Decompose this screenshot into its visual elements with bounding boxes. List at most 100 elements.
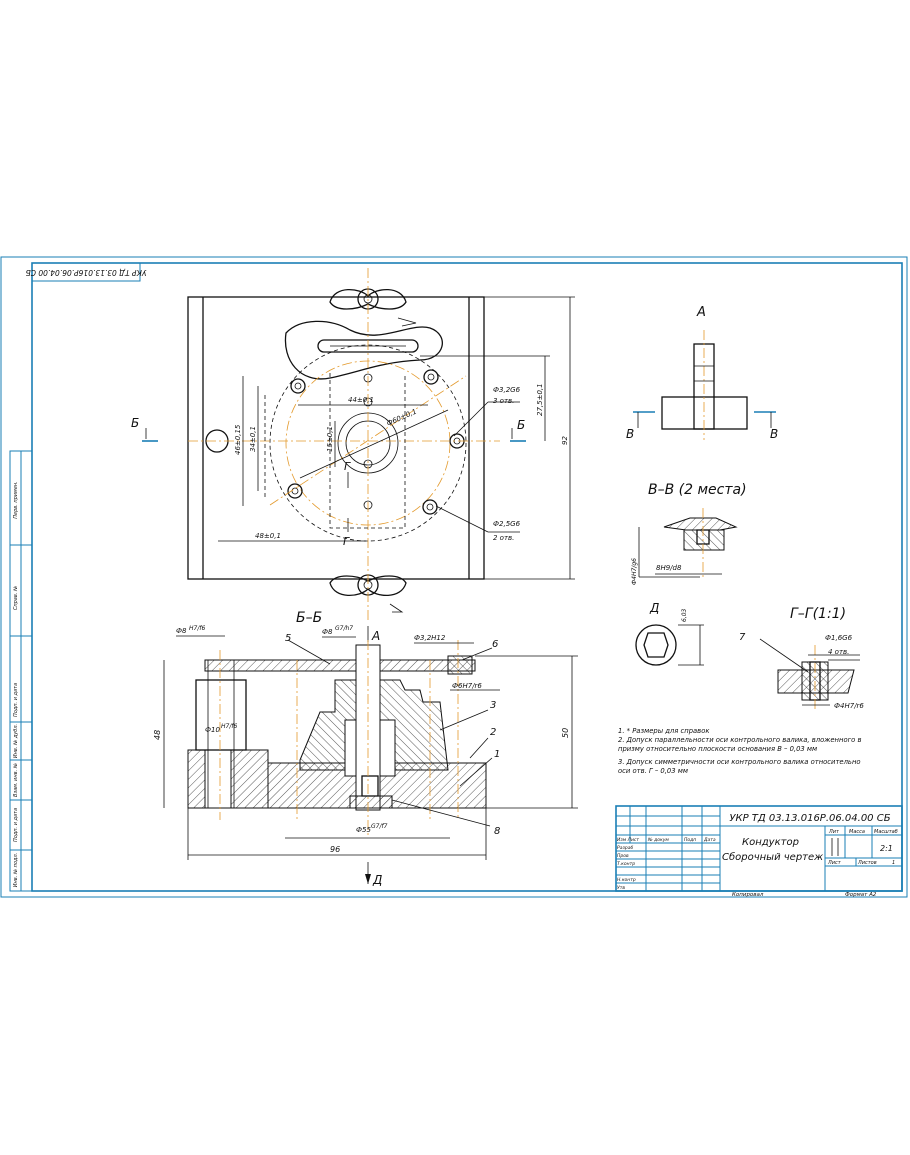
dim-sec-d55-fit: G7/f7 xyxy=(371,823,388,830)
pos-8: 8 xyxy=(494,826,500,837)
dim-top-d275: 27,5±0,1 xyxy=(536,383,544,416)
cut-b-right: Б xyxy=(517,418,525,432)
dim-top-d15: 15±0,1 xyxy=(326,426,334,452)
tb-row-1: Изм Лист xyxy=(617,837,639,843)
dim-sec-d6h7: Ф6H7/r6 xyxy=(452,682,482,690)
tb-scale: 2:1 xyxy=(880,844,893,853)
view-d-label: Д xyxy=(649,601,659,615)
title-block xyxy=(615,805,903,892)
dim-vv-d8: 8H9/d8 xyxy=(656,564,682,572)
note-2b: призму относительно плоскости основания … xyxy=(618,745,817,753)
dim-sec-d8h7-fit: H7/f6 xyxy=(189,625,205,632)
pos-3: 3 xyxy=(490,700,496,711)
strip-label-3: Подп. и дата xyxy=(13,683,19,717)
tb-role-5: Утв xyxy=(617,885,625,891)
strip-label-7: Инв. № подл. xyxy=(13,853,19,888)
tb-role-1: Разраб xyxy=(617,845,633,851)
dim-top-d48: 48±0,1 xyxy=(255,532,281,540)
strip-label-5: Взам. инв. № xyxy=(13,763,19,797)
tb-sheets-count: 1 xyxy=(892,860,895,866)
tb-sheets: Листов xyxy=(857,860,877,866)
arrow-d-label: Д xyxy=(372,873,382,887)
dim-sec-d8g7: Ф8 xyxy=(322,628,333,636)
tb-role-2: Пров xyxy=(617,853,629,859)
section-bb xyxy=(163,626,578,860)
note-2a: 2. Допуск параллельности оси контрольног… xyxy=(618,736,862,744)
dim-sec-w96: 96 xyxy=(330,845,340,854)
section-vv xyxy=(638,508,738,580)
pos-7: 7 xyxy=(739,632,746,643)
section-bb-title: Б–Б xyxy=(296,610,322,626)
dim-gg-d16: Ф1,6G6 xyxy=(825,634,853,642)
tb-code: УКР ТД 03.13.016Р.06.04.00 СБ xyxy=(729,813,890,824)
tb-scale-h: Масштаб xyxy=(874,829,898,835)
dim-top-d32-count: 3 отв. xyxy=(493,397,514,405)
strip-label-4: Инв. № дубл. xyxy=(13,724,19,758)
tb-name: Кондуктор xyxy=(742,837,799,848)
dim-top-d32: Ф3,2G6 xyxy=(493,386,521,394)
dim-sec-d10-fit: H7/f6 xyxy=(221,723,237,730)
pos-1: 1 xyxy=(494,749,500,760)
strip-label-1: Перв. примен. xyxy=(13,481,19,519)
cut-b-left: Б xyxy=(131,416,139,430)
tb-lit: Лит xyxy=(828,829,840,835)
dim-sec-h50: 50 xyxy=(561,728,570,738)
view-a xyxy=(633,330,776,440)
left-strip: Перв. примен. Справ. № Подп. и дата Инв.… xyxy=(9,450,33,892)
hole-markers xyxy=(205,369,465,515)
dim-sec-d32h12: Ф3,2H12 xyxy=(414,634,446,642)
cut-v-right: В xyxy=(770,427,778,441)
dim-gg-d4: Ф4H7/r6 xyxy=(834,702,864,710)
cut-v-left: В xyxy=(626,427,634,441)
note-1: 1. * Размеры для справок xyxy=(618,727,710,735)
tb-copied: Копировал xyxy=(732,892,764,898)
strip-label-2: Справ. № xyxy=(13,586,19,610)
tb-doctype: Сборочный чертеж xyxy=(722,851,823,863)
plan-view xyxy=(187,268,575,620)
arrow-d xyxy=(365,862,371,884)
tb-sheet: Лист xyxy=(827,860,842,866)
note-3a: 3. Допуск симметричности оси контрольног… xyxy=(618,758,861,766)
view-a-label: А xyxy=(696,305,706,320)
outer-frame xyxy=(0,256,908,898)
tb-row-2: № докум xyxy=(647,837,669,843)
dim-gg-count: 4 отв. xyxy=(828,648,849,656)
note-3b: оси отв. Г – 0,03 мм xyxy=(618,767,688,775)
dim-top-dia60: Ф60±0,1 xyxy=(386,408,418,428)
section-gg xyxy=(759,638,860,712)
dim-top-d34: 34±0,1 xyxy=(249,426,257,452)
dim-sec-h48: 48 xyxy=(153,730,162,740)
dim-sec-d55: Ф55 xyxy=(356,826,371,834)
pos-2: 2 xyxy=(490,727,496,738)
section-vv-title: В–В (2 места) xyxy=(648,482,747,498)
tb-row-4: Дата xyxy=(703,837,716,843)
dim-vv-d4: Ф4H7/g6 xyxy=(631,558,638,585)
dim-top-d46: 46±0,15 xyxy=(234,424,242,455)
dim-top-d92: 92 xyxy=(561,436,569,445)
dim-d-d6: 6,03 xyxy=(681,608,688,622)
view-d xyxy=(635,624,704,666)
dim-top-d44: 44±0,1 xyxy=(348,396,374,404)
arrow-a-label: А xyxy=(371,629,380,643)
cut-g-bottom: Г xyxy=(343,535,350,548)
dim-sec-d8g7-fit: G7/h7 xyxy=(335,625,353,632)
tb-role-4: Н.контр xyxy=(617,877,636,883)
rotated-stamp-box xyxy=(31,262,141,282)
tb-role-3: Т.контр xyxy=(617,861,635,867)
pos-5: 5 xyxy=(285,633,291,644)
dim-top-d25-count: 2 отв. xyxy=(493,534,514,542)
pos-6: 6 xyxy=(492,639,498,650)
wing-nut-top xyxy=(329,288,417,327)
tb-format: Формат А2 xyxy=(845,892,877,898)
cut-marks xyxy=(142,428,526,532)
dim-sec-d10: Ф10 xyxy=(205,726,220,734)
section-gg-title: Г–Г(1:1) xyxy=(790,606,846,622)
rotated-stamp-code: УКР ТД 03.13.016Р.06.04.00 СБ xyxy=(26,268,147,277)
tb-mass: Масса xyxy=(849,829,865,835)
cut-g-top: Г xyxy=(344,460,351,473)
dim-top-d25: Ф2,5G6 xyxy=(493,520,521,528)
tb-row-3: Подп xyxy=(684,837,696,843)
dim-sec-d8h7: Ф8 xyxy=(176,627,187,635)
strip-label-6: Подп. и дата xyxy=(13,808,19,842)
